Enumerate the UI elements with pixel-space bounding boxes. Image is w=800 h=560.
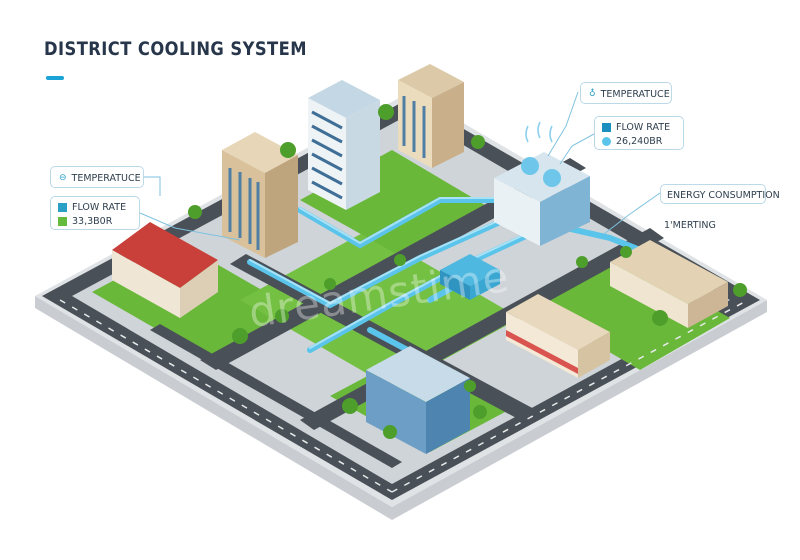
flow-rate-chip-icon <box>602 122 611 132</box>
tower-right <box>398 64 464 168</box>
red-roof-house <box>112 222 218 318</box>
page-title: DISTRICT COOLING SYSTEM <box>44 38 307 60</box>
tower-center <box>308 80 380 210</box>
flow-rate-chip-icon <box>58 202 67 212</box>
trees <box>188 104 747 439</box>
tower-left <box>222 132 298 258</box>
title-accent-bar <box>46 76 64 80</box>
inner-road-cross <box>200 158 586 370</box>
cooling-plant <box>494 152 590 246</box>
east-building <box>610 240 728 328</box>
top-flow-callout: FLOW RATE 26,240BR <box>594 116 684 150</box>
energy-consumption-callout: ENERGY CONSUMPTION <box>660 184 780 204</box>
left-temperature-callout: ⊖ TEMPERATUCE <box>50 166 144 188</box>
thermometer-icon: ♁ <box>589 89 596 99</box>
steam-lines <box>525 121 553 143</box>
flow-value-chip-icon <box>602 136 611 146</box>
flow-value-chip-icon <box>58 216 67 226</box>
callout-leaders <box>139 91 661 241</box>
top-flow-value: 26,240BR <box>616 135 663 147</box>
top-temperature-label: TEMPERATUCE <box>600 88 670 100</box>
metering-label: 1'MERTING <box>664 220 716 231</box>
road-markings <box>59 299 749 493</box>
central-pump-hub <box>440 254 500 300</box>
left-temperature-label: TEMPERATUCE <box>71 172 141 184</box>
shop-building <box>506 294 610 378</box>
left-flow-rate-label: FLOW RATE <box>72 201 127 213</box>
top-flow-rate-label: FLOW RATE <box>616 121 671 133</box>
thermometer-icon: ⊖ <box>59 173 67 183</box>
office-bottom <box>366 346 470 454</box>
left-flow-callout: FLOW RATE 33,3B0R <box>50 196 140 230</box>
top-temperature-callout: ♁ TEMPERATUCE <box>580 82 672 104</box>
energy-consumption-label: ENERGY CONSUMPTION <box>667 189 780 201</box>
left-flow-value: 33,3B0R <box>72 215 113 227</box>
cooling-pipes-highlight <box>249 197 561 349</box>
